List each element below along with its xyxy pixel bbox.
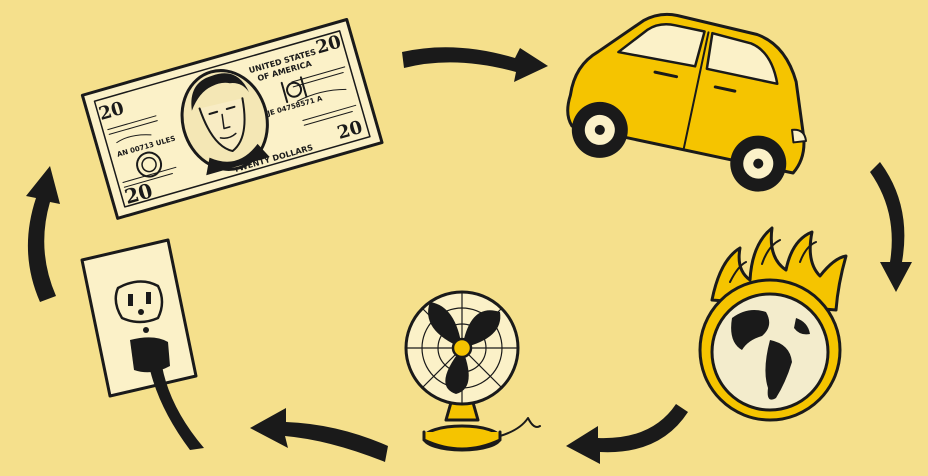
fan-icon xyxy=(406,292,540,450)
arrow-bill-to-car xyxy=(402,47,548,82)
arrow-car-to-globe xyxy=(870,162,912,292)
arrow-outlet-to-bill xyxy=(26,166,60,302)
car-icon xyxy=(558,0,826,200)
arrow-fan-to-outlet xyxy=(250,408,388,462)
globe-on-fire-icon xyxy=(700,228,846,420)
arrow-globe-to-fan xyxy=(566,404,688,464)
dollar-bill-icon: 20 20 20 20 AN 00713 ULES JE 04758571 A … xyxy=(82,19,382,218)
outlet-plug-icon xyxy=(82,240,204,450)
